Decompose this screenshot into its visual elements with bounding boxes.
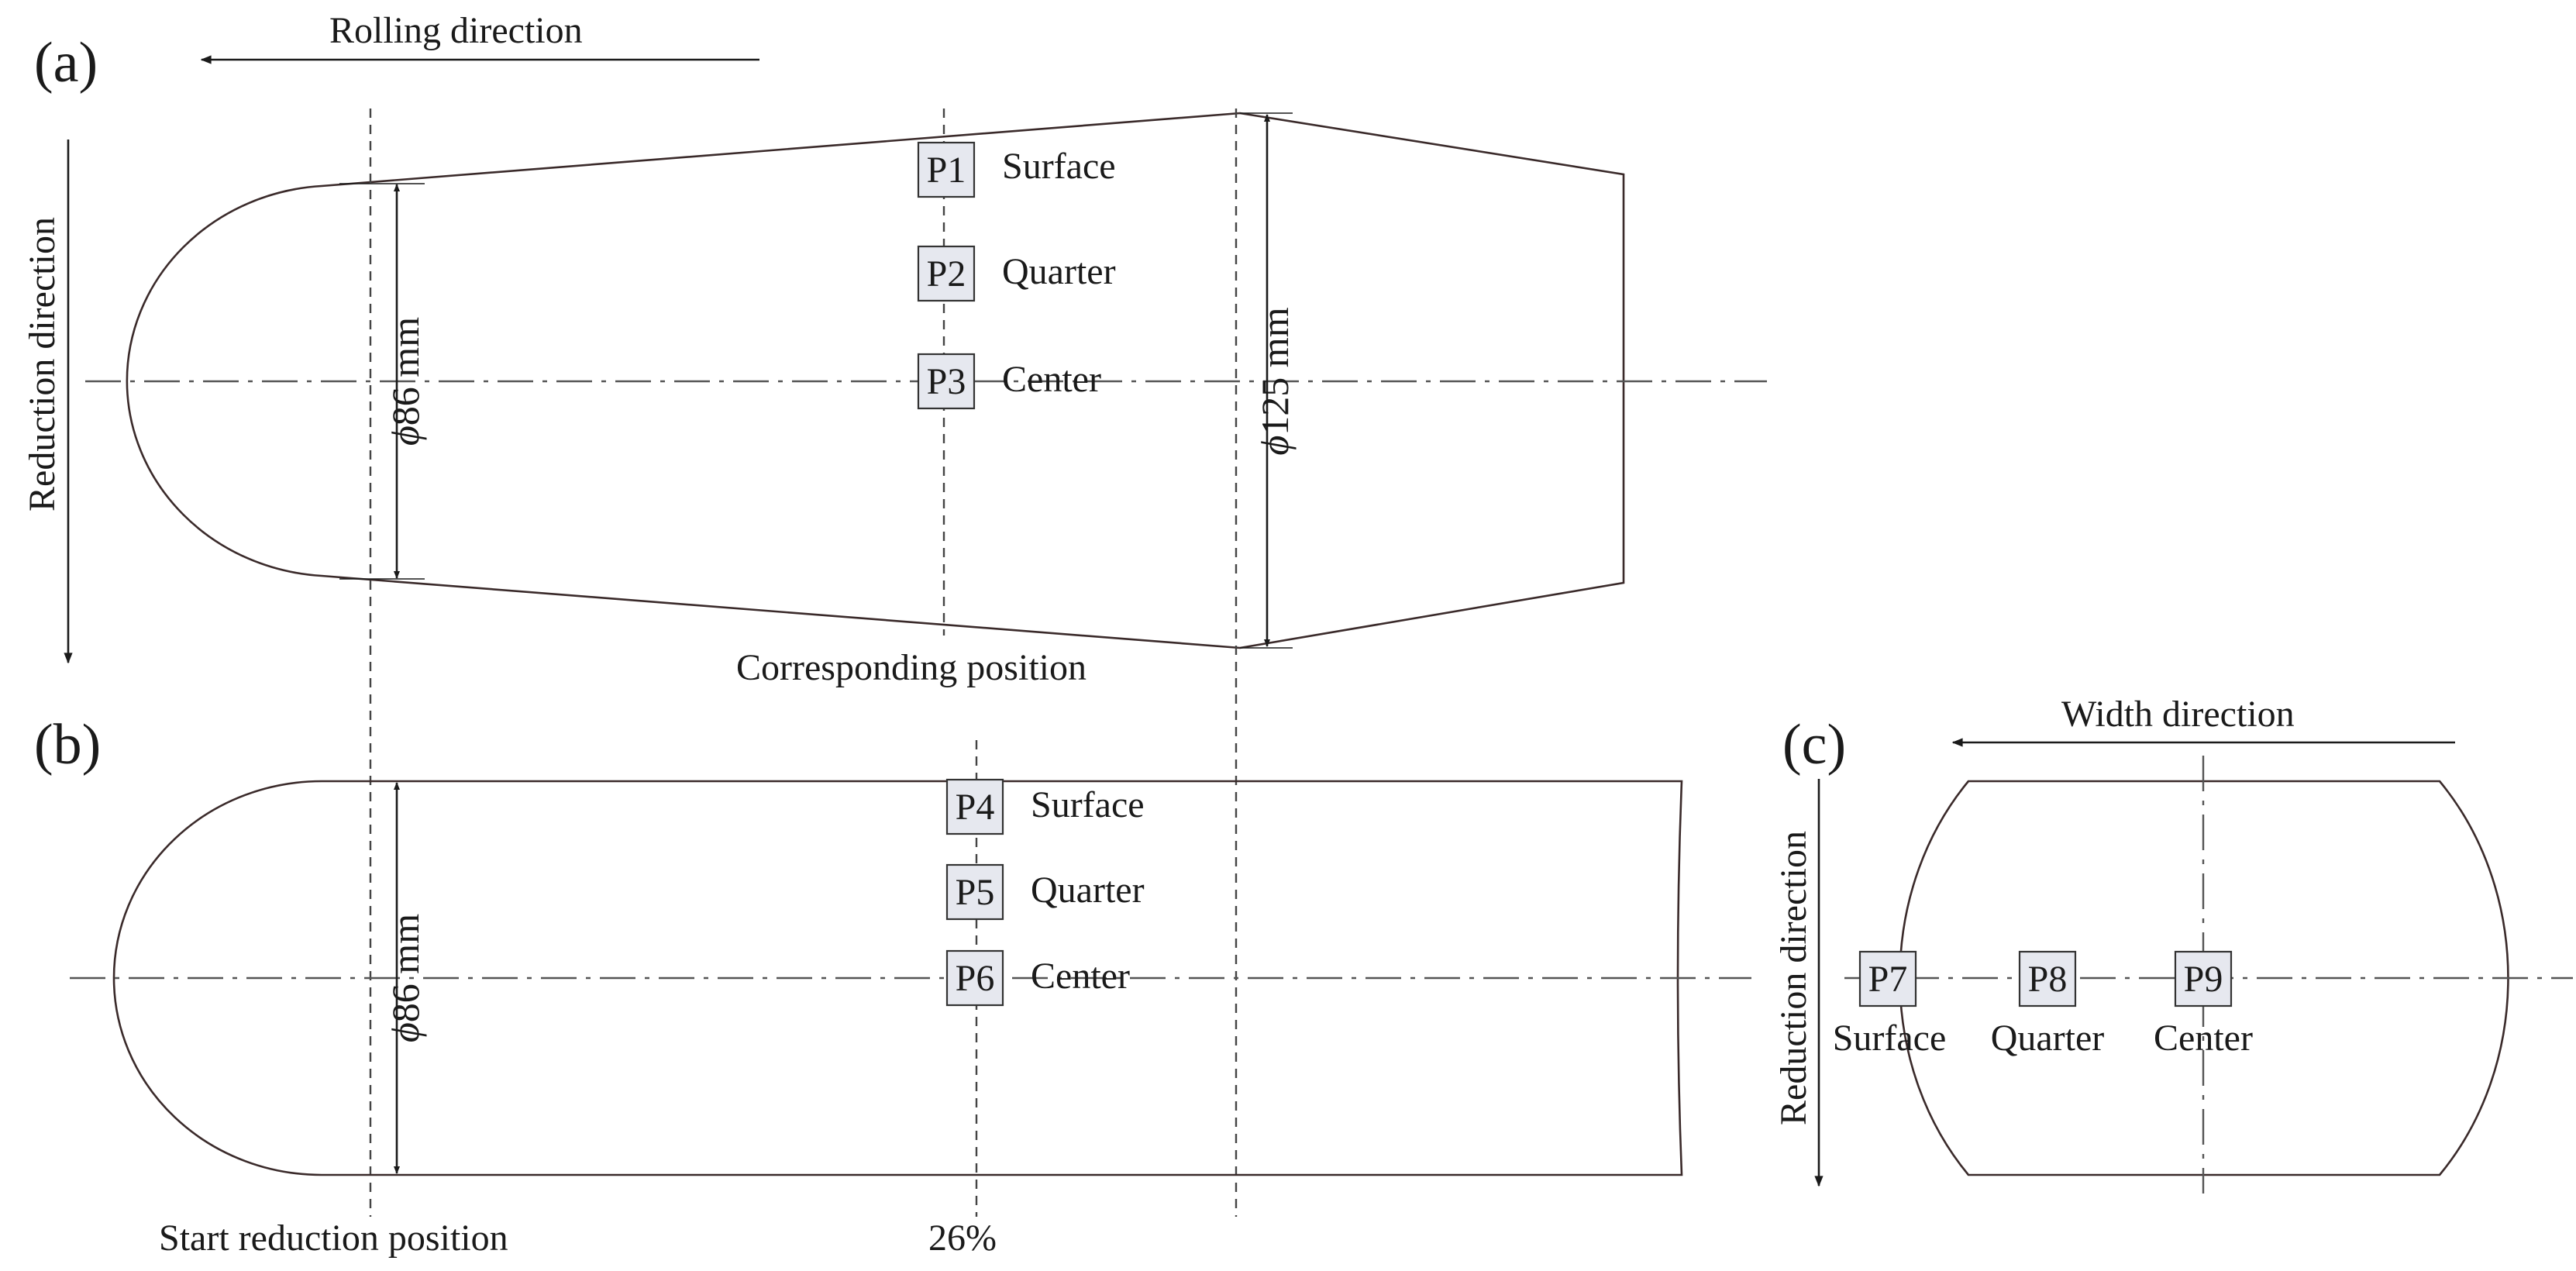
rolled-specimen-outline xyxy=(126,112,1625,649)
point-position: Surface xyxy=(1031,784,1145,825)
point-box xyxy=(917,245,976,302)
point-id: P7 xyxy=(1868,959,1908,1000)
panel-a: (a) Rolling direction Reduction directio… xyxy=(22,10,1767,1217)
panel-a-label: (a) xyxy=(34,31,98,95)
sample-point-p5: P5 Quarter xyxy=(945,863,1145,921)
dimension-86mm-a-label: ϕ86 mm xyxy=(384,317,427,446)
rolling-direction-label: Rolling direction xyxy=(329,10,583,51)
sample-point-p8: P8 Quarter xyxy=(1991,950,2105,1059)
point-box xyxy=(2018,950,2077,1008)
point-id: P9 xyxy=(2184,959,2223,1000)
point-position: Center xyxy=(1031,956,1130,997)
point-id: P6 xyxy=(956,958,995,999)
point-box xyxy=(945,949,1004,1007)
point-position: Center xyxy=(1002,359,1101,400)
point-box xyxy=(2174,950,2233,1008)
sample-point-p2: P2 Quarter xyxy=(917,245,1116,302)
sample-point-p7: P7 Surface xyxy=(1833,950,1947,1059)
point-id: P3 xyxy=(927,361,966,402)
point-position: Surface xyxy=(1833,1018,1947,1059)
point-id: P8 xyxy=(2028,959,2068,1000)
sample-point-p3: P3 Center xyxy=(917,353,1101,410)
cross-section-outline xyxy=(1899,780,2509,1176)
dimension-86mm-value: 86 mm xyxy=(384,317,427,425)
reduction-direction-label-a: Reduction direction xyxy=(22,217,63,512)
point-position: Surface xyxy=(1002,146,1116,187)
reduction-direction-label-c: Reduction direction xyxy=(1773,831,1814,1125)
sample-point-p9: P9 Center xyxy=(2154,950,2253,1059)
panel-b: (b) ϕ86 mm P4 Surface P5 Quarter P6 Cent… xyxy=(34,713,1751,1259)
point-position: Quarter xyxy=(1991,1018,2105,1059)
corresponding-position-label: Corresponding position xyxy=(736,647,1087,688)
panel-c-label: (c) xyxy=(1782,713,1846,777)
point-id: P1 xyxy=(927,150,966,191)
point-box xyxy=(917,353,976,410)
point-id: P4 xyxy=(956,787,995,828)
phi-symbol: ϕ xyxy=(384,425,427,446)
point-box xyxy=(917,141,976,198)
sample-point-p6: P6 Center xyxy=(945,949,1130,1007)
point-id: P5 xyxy=(956,872,995,913)
dimension-125mm-value: 125 mm xyxy=(1253,307,1297,435)
phi-symbol: ϕ xyxy=(384,1022,427,1042)
phi-symbol: ϕ xyxy=(1253,436,1297,456)
point-id: P2 xyxy=(927,253,966,294)
point-box xyxy=(1858,950,1917,1008)
panel-c: (c) Width direction Reduction direction … xyxy=(1773,694,2573,1194)
point-position: Quarter xyxy=(1031,870,1145,911)
point-box xyxy=(945,863,1004,921)
point-position: Center xyxy=(2154,1018,2253,1059)
start-reduction-position-label: Start reduction position xyxy=(159,1218,508,1259)
sample-point-p4: P4 Surface xyxy=(945,778,1145,835)
width-direction-label: Width direction xyxy=(2061,694,2295,735)
point-position: Quarter xyxy=(1002,251,1116,292)
sample-point-p1: P1 Surface xyxy=(917,141,1116,198)
unreduced-specimen-outline xyxy=(112,780,1683,1176)
point-box xyxy=(945,778,1004,835)
dimension-125mm-label: ϕ125 mm xyxy=(1253,307,1297,455)
reduction-ratio-label: 26% xyxy=(928,1218,997,1259)
dimension-86mm-value: 86 mm xyxy=(384,914,427,1022)
dimension-86mm-b-label: ϕ86 mm xyxy=(384,914,427,1042)
panel-b-label: (b) xyxy=(34,713,101,777)
